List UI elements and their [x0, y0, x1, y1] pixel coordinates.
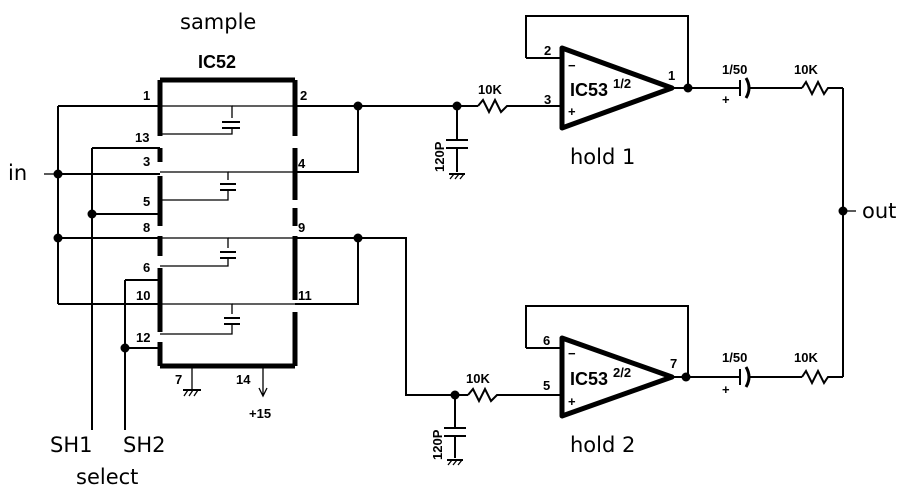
hold1-node-dot	[353, 101, 363, 111]
ic52-output-wiring	[295, 105, 478, 396]
analog-switch-3	[160, 237, 295, 267]
supply-label: +15	[249, 406, 271, 421]
out-junction-dot	[838, 206, 848, 216]
ic52-pin-4: 4	[298, 156, 306, 171]
resistor-10k-in1	[477, 97, 560, 115]
sh2-label: SH2	[123, 433, 165, 457]
ic52-chip	[157, 77, 298, 369]
sh1-label: SH1	[50, 433, 92, 457]
opamp2-output-dot	[681, 372, 691, 382]
sample-label: sample	[180, 10, 256, 34]
cap-out1-plus: +	[722, 92, 730, 107]
cap-out1-label: 1/50	[722, 62, 747, 77]
analog-switch-4	[160, 303, 295, 335]
opamp-ic53-2	[525, 305, 740, 419]
opamp1-name: IC53	[570, 80, 608, 100]
ic52-ground-symbol	[183, 366, 201, 397]
opamp1-minus-sign: −	[568, 58, 576, 73]
opamp2-plus-sign: +	[568, 394, 576, 409]
analog-switch-1	[160, 105, 295, 135]
opamp1-pin-3: 3	[544, 92, 551, 107]
opamp1-pin-2: 2	[544, 43, 551, 58]
capacitor-120p-2	[444, 395, 466, 466]
input-wiring	[44, 105, 160, 430]
resistor-10k-out1	[801, 79, 843, 97]
opamp1-output-dot	[683, 83, 693, 93]
select-label: select	[76, 465, 138, 489]
hold2-node-dot	[353, 233, 363, 243]
opamp2-minus-sign: −	[568, 346, 576, 361]
output-summing-wire	[842, 88, 856, 377]
ic52-pin-8: 8	[143, 220, 150, 235]
ic52-pin-12: 12	[136, 330, 150, 345]
in-label: in	[8, 161, 27, 185]
in-junction-dot	[53, 169, 63, 179]
resistor-10k-out2-label: 10K	[794, 350, 818, 365]
opamp2-fraction: 2/2	[613, 365, 631, 380]
sh1-junction-dot	[87, 209, 97, 219]
ic52-pin-1: 1	[143, 88, 150, 103]
electrolytic-cap-out1	[739, 77, 802, 99]
out-label: out	[862, 199, 896, 223]
opamp1-pin-1: 1	[668, 68, 675, 83]
in-junction-dot	[53, 233, 63, 243]
hold2-label: hold 2	[570, 433, 635, 457]
analog-switch-2	[160, 171, 295, 201]
opamp2-name: IC53	[570, 369, 608, 389]
electrolytic-cap-out2	[739, 366, 802, 388]
capacitor-120p-1-label: 120P	[432, 141, 447, 172]
ic52-pin-9: 9	[298, 220, 305, 235]
resistor-10k-in2-label: 10K	[466, 371, 490, 386]
capacitor-120p-2-label: 120P	[430, 429, 445, 460]
sh2-junction-dot	[120, 343, 130, 353]
resistor-10k-in2	[467, 386, 560, 404]
capacitor-120p-1	[446, 106, 468, 180]
opamp2-pin-6: 6	[543, 333, 550, 348]
resistor-10k-out1-label: 10K	[794, 62, 818, 77]
ic52-pin-10: 10	[136, 288, 150, 303]
opamp1-fraction: 1/2	[613, 76, 631, 91]
ic52-pin-6: 6	[143, 260, 150, 275]
ic52-pin-7: 7	[175, 372, 182, 387]
cap-out2-label: 1/50	[722, 350, 747, 365]
ic52-pin-3: 3	[143, 154, 150, 169]
cap-out2-plus: +	[722, 382, 730, 397]
resistor-10k-out2	[801, 368, 843, 386]
opamp1-plus-sign: +	[568, 104, 576, 119]
hold1-label: hold 1	[570, 145, 635, 169]
resistor-10k-in1-label: 10K	[478, 82, 502, 97]
ic52-pin-13: 13	[135, 130, 149, 145]
opamp2-pin-5: 5	[543, 378, 550, 393]
ic52-pin-5: 5	[143, 194, 150, 209]
ic52-supply-connection	[258, 366, 268, 398]
ic52-pin-14: 14	[236, 372, 251, 387]
ic52-label: IC52	[198, 52, 236, 72]
ic52-pin-2: 2	[300, 88, 307, 103]
ic52-pin-11: 11	[298, 288, 312, 303]
opamp2-pin-7: 7	[670, 356, 677, 371]
opamp-ic53-1	[525, 15, 740, 131]
